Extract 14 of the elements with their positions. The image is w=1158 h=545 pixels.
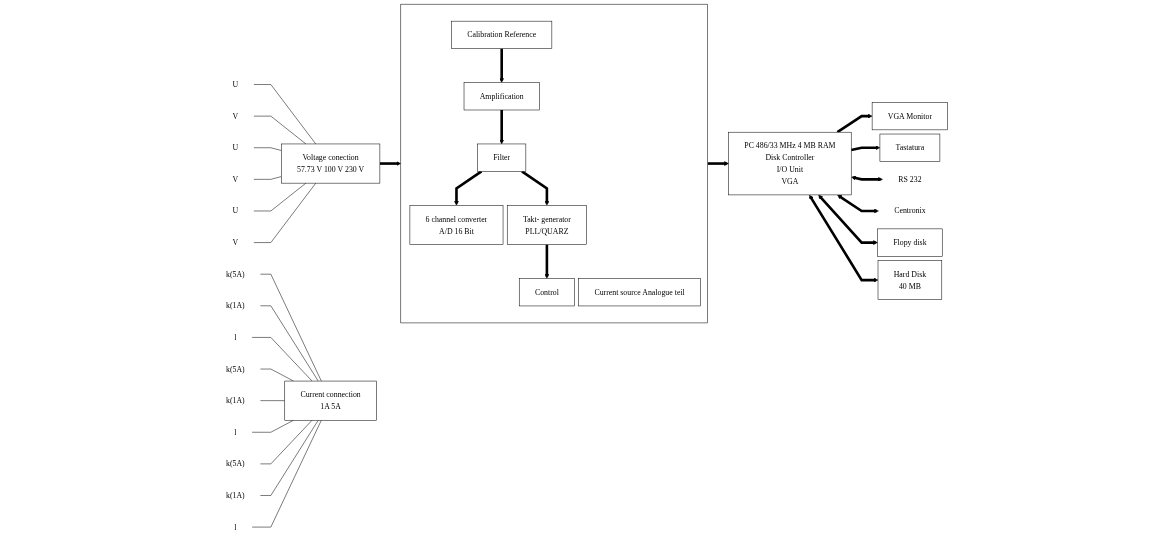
arrow (454, 170, 483, 206)
arrow (707, 161, 729, 166)
arrow (837, 194, 879, 214)
arrow (544, 244, 550, 279)
arrow (818, 194, 878, 245)
arrow (850, 145, 881, 152)
arrow (836, 113, 873, 134)
arrow (499, 48, 504, 83)
arrow (851, 175, 883, 182)
cluster (400, 3, 708, 324)
arrow (521, 170, 550, 206)
arrow (379, 161, 401, 166)
arrow (809, 194, 879, 283)
arrow (499, 110, 504, 145)
